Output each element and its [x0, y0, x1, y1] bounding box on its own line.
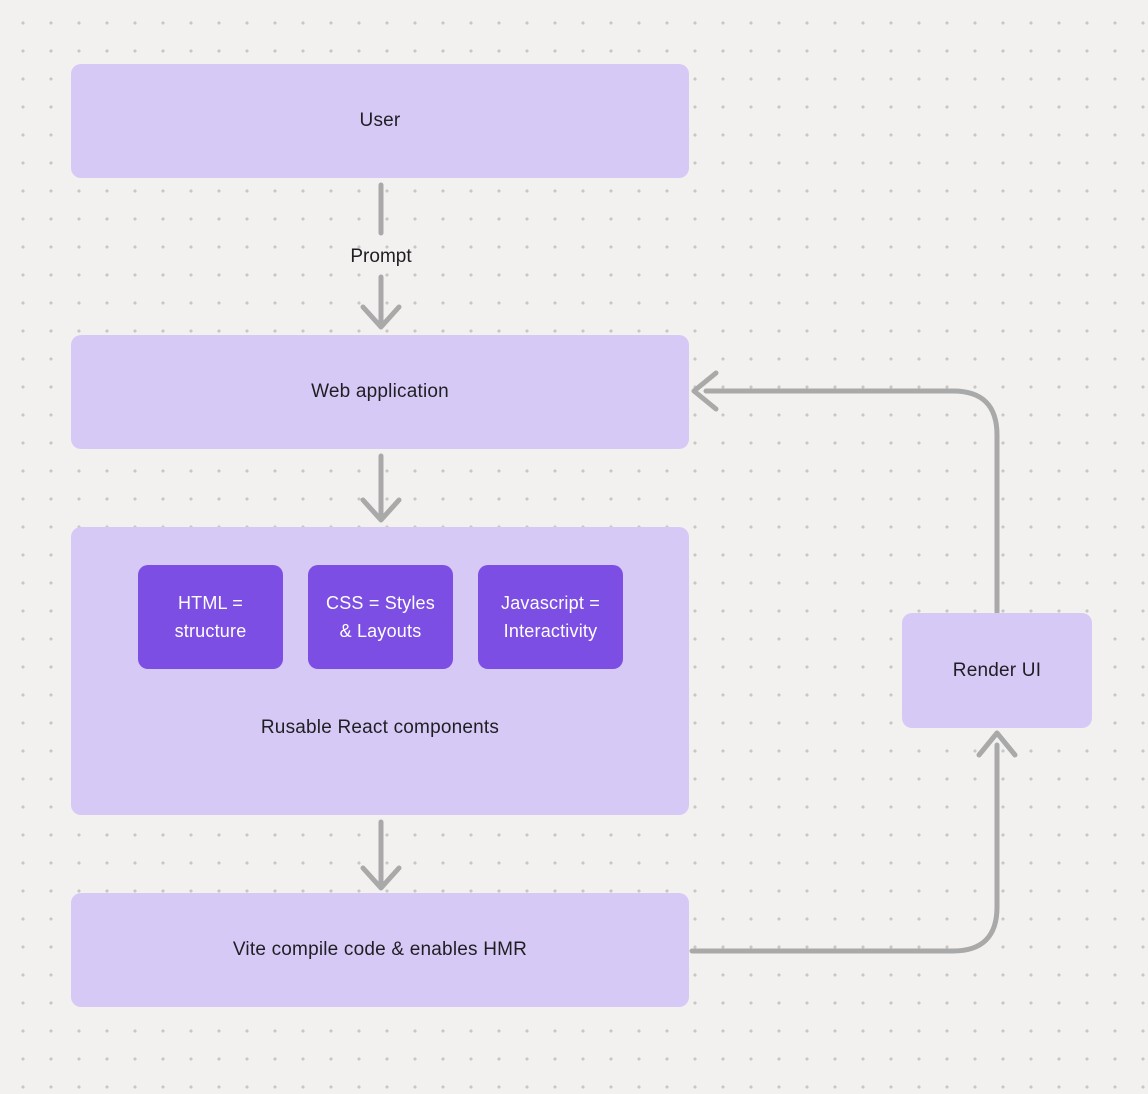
node-javascript-line1: Javascript =: [501, 593, 600, 613]
node-css-line2: & Layouts: [339, 621, 422, 641]
node-javascript: Javascript = Interactivity: [478, 565, 623, 669]
node-components-group: HTML = structure CSS = Styles & Layouts …: [71, 527, 689, 815]
components-group-caption: Rusable React components: [260, 717, 500, 738]
node-html-line1: HTML =: [177, 593, 244, 613]
node-javascript-line2: Interactivity: [503, 621, 598, 641]
node-web-application-label: Web application: [311, 381, 449, 402]
node-vite-label: Vite compile code & enables HMR: [232, 939, 528, 960]
node-web-application: Web application: [71, 335, 689, 449]
arrowhead-down-webapp: [360, 304, 402, 330]
node-css: CSS = Styles & Layouts: [308, 565, 453, 669]
node-vite: Vite compile code & enables HMR: [71, 893, 689, 1007]
node-render-ui-label: Render UI: [952, 659, 1042, 681]
node-css-line1: CSS = Styles: [326, 593, 435, 613]
node-html-line2: structure: [174, 621, 247, 641]
node-render-ui: Render UI: [902, 613, 1092, 728]
arrowhead-down-vite: [360, 865, 402, 891]
arrowhead-left-webapp: [691, 370, 719, 412]
node-user-label: User: [359, 110, 401, 131]
edge-label-prompt: Prompt: [350, 246, 412, 267]
edge-vite-to-render: [689, 742, 1000, 954]
node-html: HTML = structure: [138, 565, 283, 669]
edge-render-to-webapp: [703, 388, 1000, 615]
node-user: User: [71, 64, 689, 178]
arrowhead-down-group: [360, 497, 402, 523]
arrowhead-up-render: [976, 730, 1018, 758]
